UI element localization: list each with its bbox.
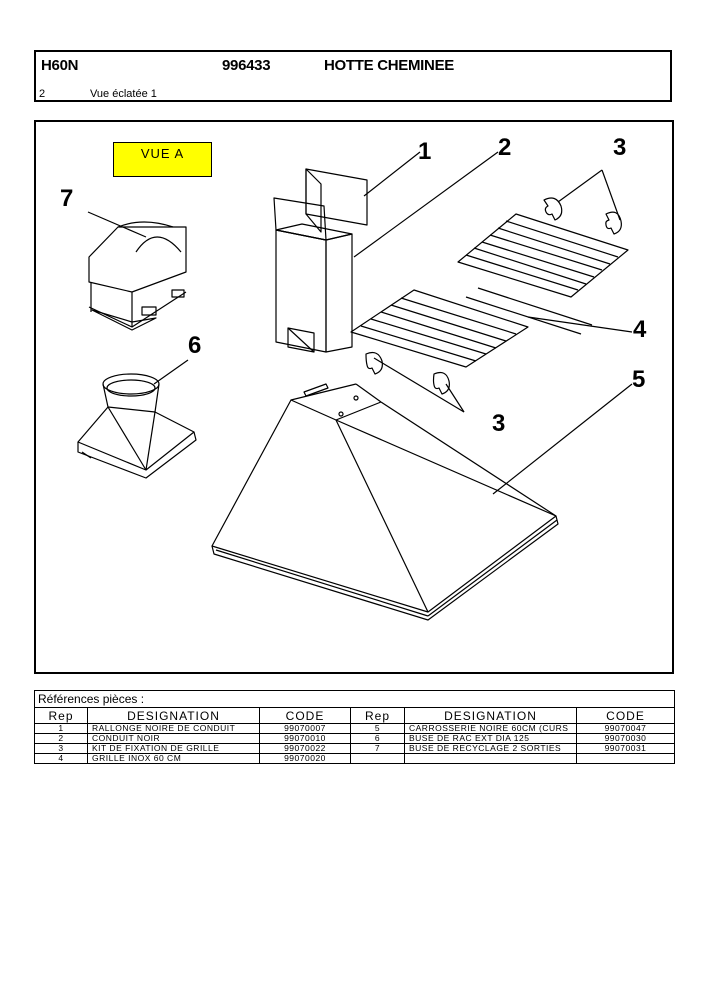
exploded-view-drawing: VUE A 1 2 3 7 6 4 5 3 <box>34 120 674 674</box>
code-cell: 99070010 <box>259 733 351 744</box>
document-header: H60N 996433 HOTTE CHEMINEE 2 Vue éclatée… <box>34 50 672 102</box>
table-row: 3 KIT DE FIXATION DE GRILLE 99070022 7 B… <box>34 743 675 754</box>
rep-cell <box>350 753 405 764</box>
parts-reference-table: Références pièces : Rep DESIGNATION CODE… <box>34 690 675 764</box>
view-a-badge: VUE A <box>113 142 212 177</box>
column-header-code-2: CODE <box>576 707 675 724</box>
hood-body-part <box>211 383 559 621</box>
callout-6: 6 <box>188 332 202 359</box>
model-label: H60N <box>41 57 79 74</box>
product-code: 996433 <box>222 57 271 74</box>
view-label: Vue éclatée 1 <box>90 88 157 100</box>
code-cell: 99070007 <box>259 723 351 734</box>
callout-3-top: 3 <box>613 134 627 161</box>
exploded-view-illustration <box>77 151 633 621</box>
callout-2: 2 <box>498 134 512 161</box>
product-title: HOTTE CHEMINEE <box>324 57 454 74</box>
code-cell: 99070031 <box>576 743 675 754</box>
code-cell: 99070047 <box>576 723 675 734</box>
code-cell <box>576 753 675 764</box>
code-cell: 99070022 <box>259 743 351 754</box>
callout-7: 7 <box>60 185 74 212</box>
column-header-code: CODE <box>259 707 351 724</box>
grille-part <box>350 213 629 368</box>
rep-cell: 5 <box>350 723 405 734</box>
designation-cell: BUSE DE RECYCLAGE 2 SORTIES <box>404 743 577 754</box>
rep-cell: 6 <box>350 733 405 744</box>
grille-fixation-clips-bottom <box>365 351 450 395</box>
table-header-row: Rep DESIGNATION CODE Rep DESIGNATION COD… <box>34 707 675 724</box>
rep-cell: 4 <box>34 753 88 764</box>
designation-cell: KIT DE FIXATION DE GRILLE <box>87 743 260 754</box>
page-number: 2 <box>39 88 46 100</box>
callout-leader-lines <box>87 151 633 495</box>
designation-cell: CONDUIT NOIR <box>87 733 260 744</box>
callout-5: 5 <box>632 366 646 393</box>
grille-fixation-clips-top <box>543 197 622 235</box>
designation-cell <box>404 753 577 764</box>
table-row: 1 RALLONGE NOIRE DE CONDUIT 99070007 5 C… <box>34 723 675 734</box>
rep-cell: 7 <box>350 743 405 754</box>
chimney-duct-part <box>273 168 368 353</box>
references-title: Références pièces : <box>34 690 675 708</box>
rep-cell: 2 <box>34 733 88 744</box>
designation-cell: CARROSSERIE NOIRE 60CM (CURS <box>404 723 577 734</box>
rep-cell: 1 <box>34 723 88 734</box>
designation-cell: BUSE DE RAC EXT DIA 125 <box>404 733 577 744</box>
column-header-designation: DESIGNATION <box>87 707 260 724</box>
table-row: 4 GRILLE INOX 60 CM 99070020 <box>34 753 675 764</box>
column-header-rep: Rep <box>34 707 88 724</box>
callout-1: 1 <box>418 138 432 165</box>
table-row: 2 CONDUIT NOIR 99070010 6 BUSE DE RAC EX… <box>34 733 675 744</box>
external-connection-nozzle-part <box>77 373 197 479</box>
column-header-designation-2: DESIGNATION <box>404 707 577 724</box>
code-cell: 99070030 <box>576 733 675 744</box>
designation-cell: GRILLE INOX 60 CM <box>87 753 260 764</box>
recycling-nozzle-part <box>88 221 187 331</box>
callout-4: 4 <box>633 316 647 343</box>
designation-cell: RALLONGE NOIRE DE CONDUIT <box>87 723 260 734</box>
code-cell: 99070020 <box>259 753 351 764</box>
column-header-rep-2: Rep <box>350 707 405 724</box>
callout-3-bottom: 3 <box>492 410 506 437</box>
rep-cell: 3 <box>34 743 88 754</box>
